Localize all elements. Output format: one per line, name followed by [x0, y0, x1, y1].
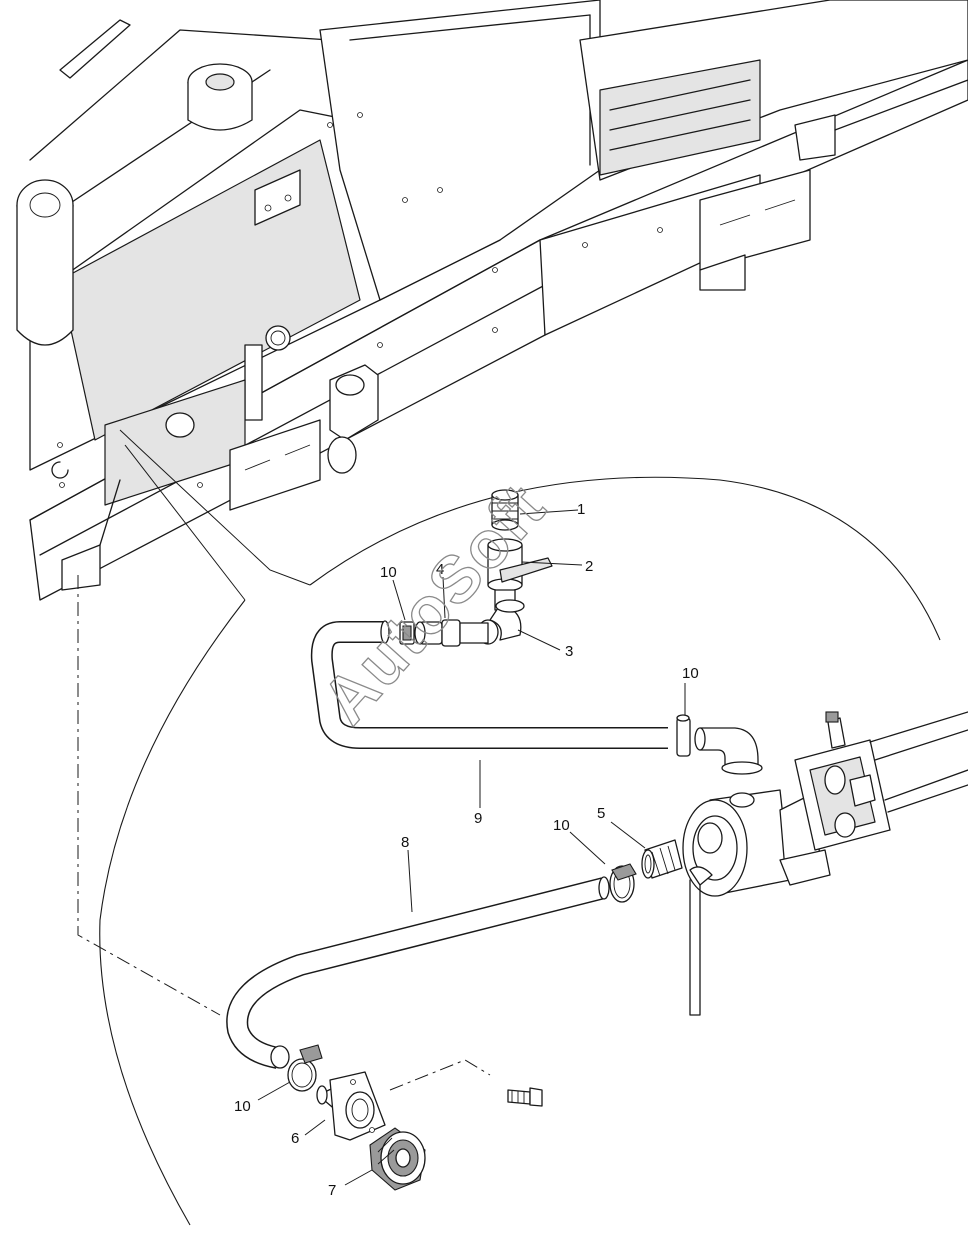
- callout-3: 3: [565, 643, 573, 660]
- callout-10b: 10: [682, 665, 699, 682]
- flange-fitting: [316, 1071, 386, 1141]
- callout-10d: 10: [234, 1098, 251, 1115]
- hose-clamp-pump: [609, 863, 637, 903]
- fitting-nipple: [491, 489, 519, 531]
- quick-coupler-cap: [369, 1127, 426, 1191]
- detail-view-frame: [77, 429, 941, 1226]
- hose-clamp-lower: [287, 1044, 323, 1092]
- pump-inlet-adapter: [641, 839, 683, 879]
- water-pump: [682, 711, 968, 1016]
- pump-inlet-elbow: [694, 727, 763, 775]
- frame-bolt-holes: [57, 112, 663, 488]
- callout-10c: 10: [553, 817, 570, 834]
- hose-upper: [310, 620, 668, 749]
- callout-4: 4: [436, 561, 444, 578]
- callout-8: 8: [401, 834, 409, 851]
- hose-coupling: [414, 619, 499, 647]
- hose-lower: [226, 876, 610, 1069]
- callout-9: 9: [474, 810, 482, 827]
- callout-6: 6: [291, 1130, 299, 1147]
- callout-leaders: [257, 509, 686, 1186]
- callout-labels: 1 2 3 4 5 6 7 8 9 10 10 10 10: [234, 501, 699, 1199]
- callout-2: 2: [585, 558, 593, 575]
- callout-1: 1: [577, 501, 585, 518]
- hose-clamp-right: [676, 714, 691, 757]
- callout-7: 7: [328, 1182, 336, 1199]
- hose-clamp-upper: [399, 621, 415, 645]
- callout-10a: 10: [380, 564, 397, 581]
- machine-chassis: [16, 0, 968, 601]
- callout-5: 5: [597, 805, 605, 822]
- hose-elbow: [489, 599, 525, 641]
- flange-bolt: [507, 1087, 543, 1107]
